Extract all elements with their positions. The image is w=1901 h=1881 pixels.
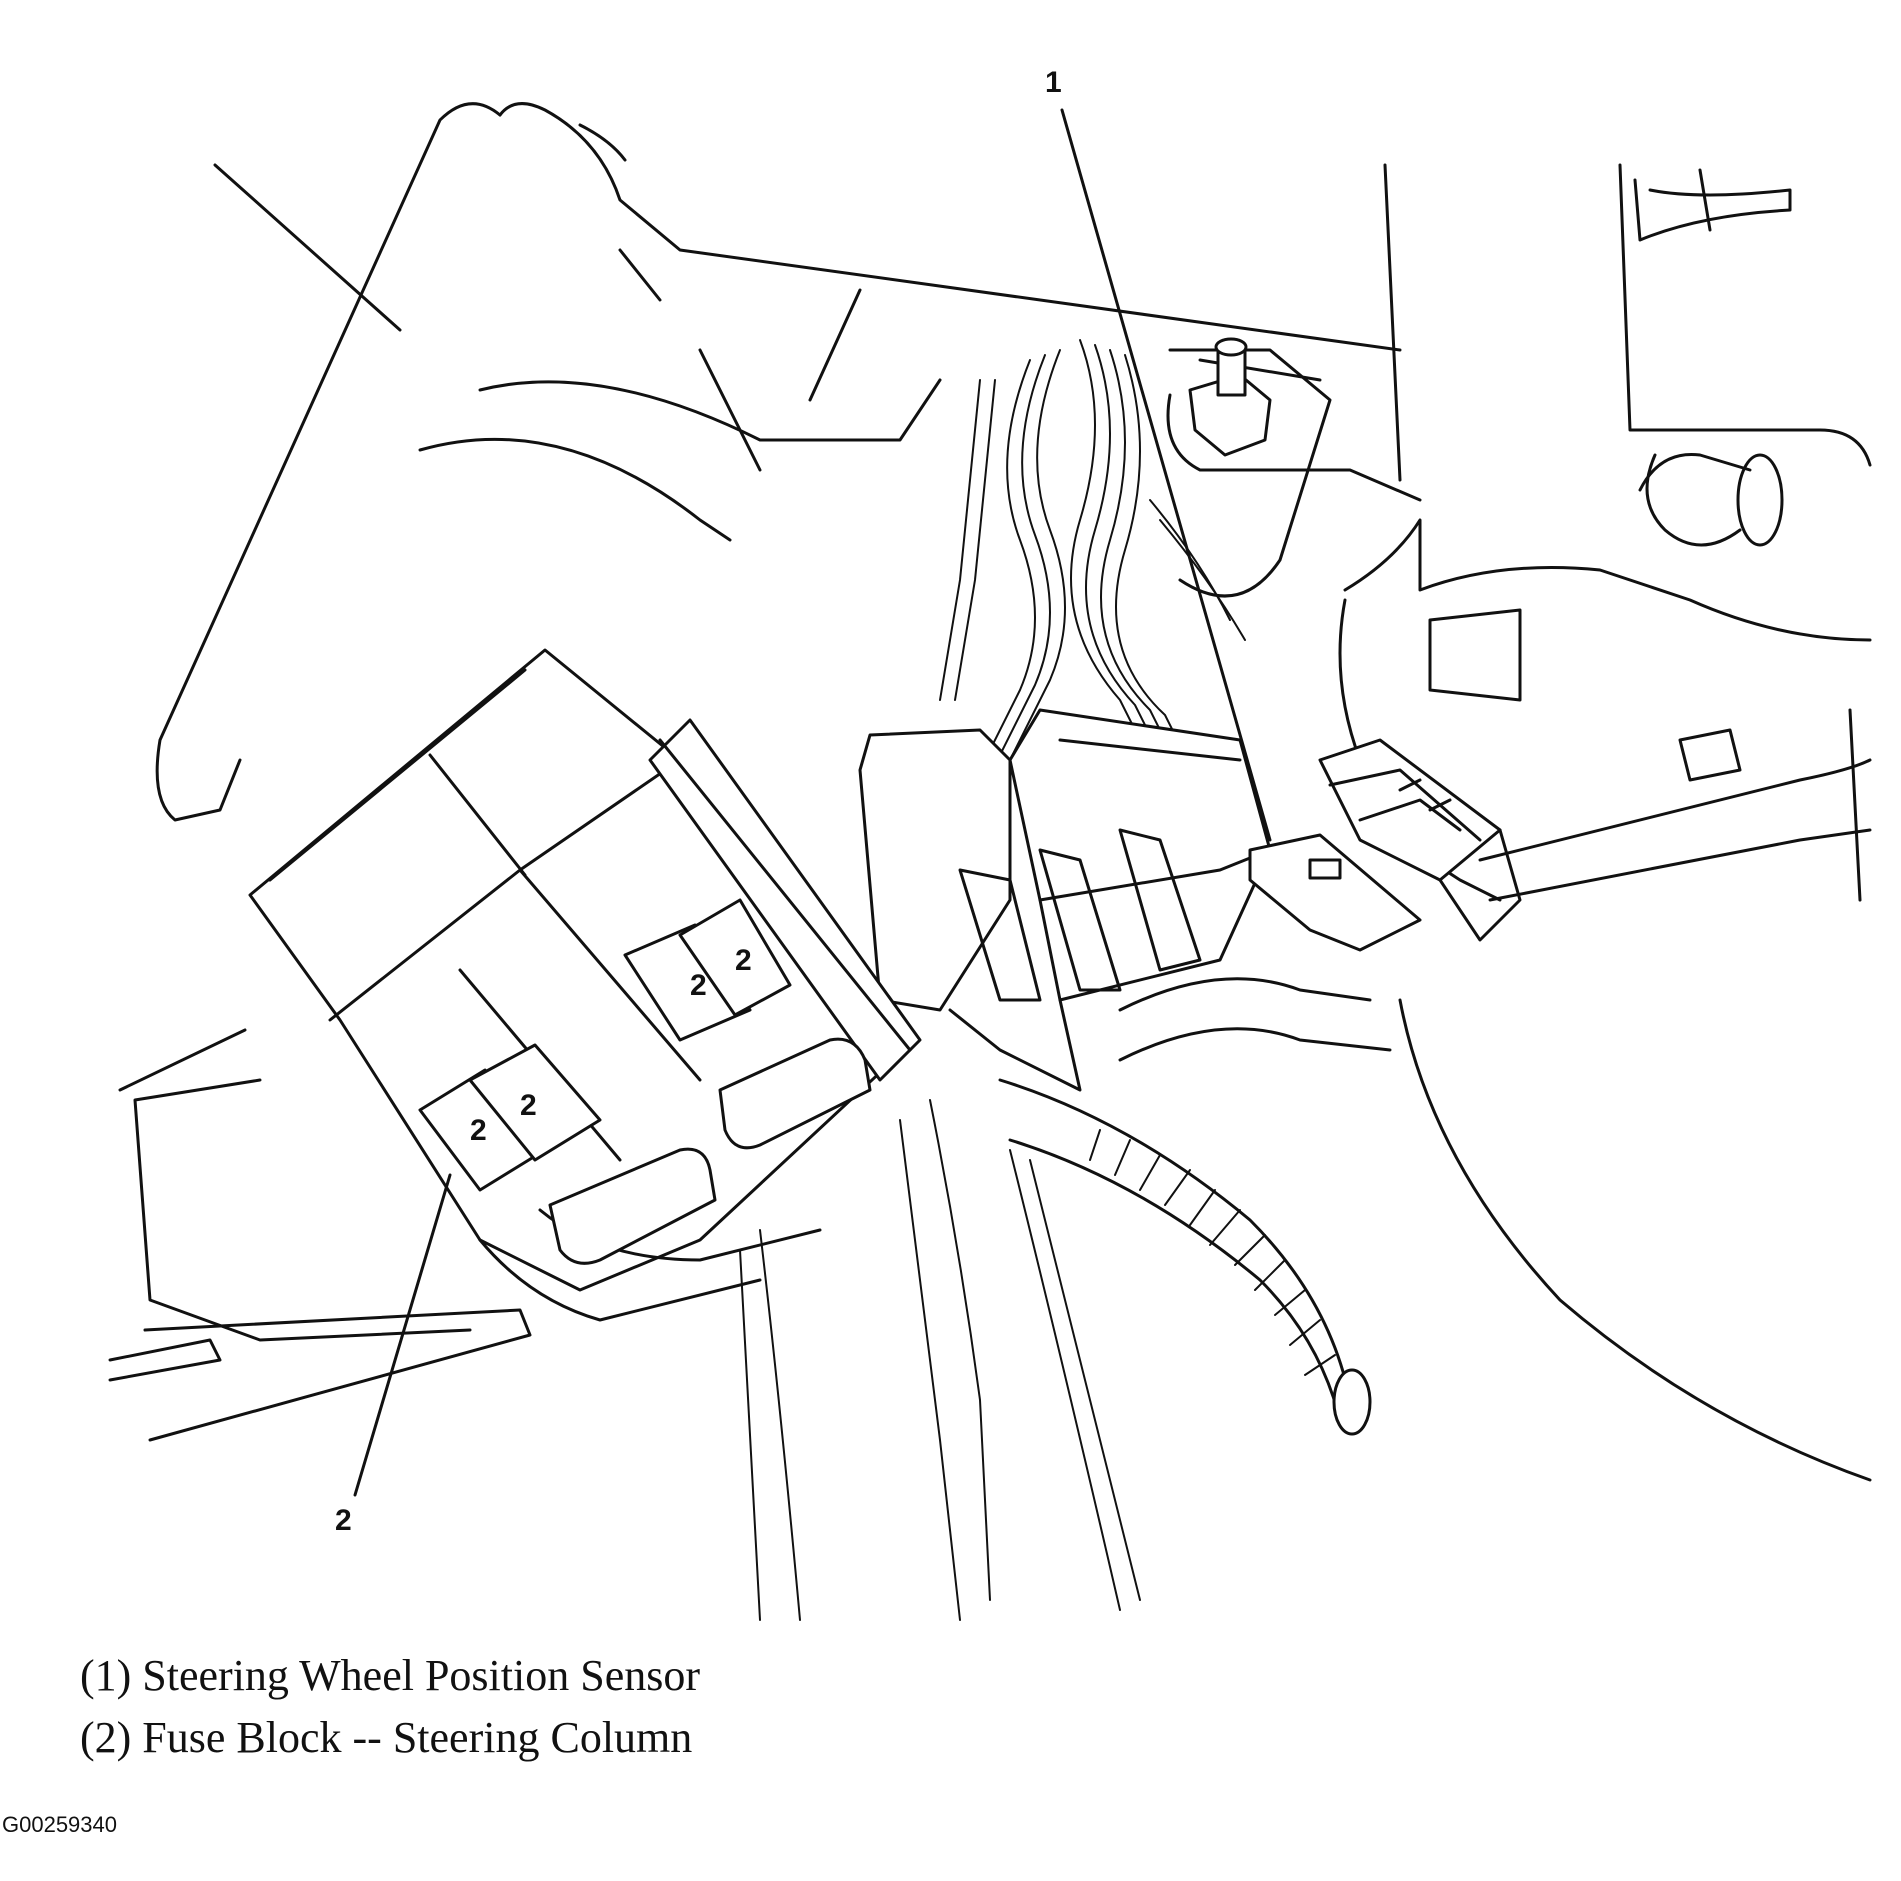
callout-1: 1 bbox=[1045, 66, 1272, 842]
fuse-marking-label: 2 bbox=[520, 1089, 537, 1122]
fuse-marking-label: 2 bbox=[470, 1114, 487, 1147]
legend-item-2: (2) Fuse Block -- Steering Column bbox=[80, 1713, 693, 1762]
fuse-pair-lower: 2 2 bbox=[418, 1043, 602, 1192]
steering-column bbox=[1338, 163, 1872, 1482]
fuse-marking-label: 2 bbox=[735, 944, 752, 977]
mounting-nut bbox=[1166, 337, 1422, 502]
wire-bundle-upper bbox=[939, 339, 1246, 776]
legend-item-1: (1) Steering Wheel Position Sensor bbox=[80, 1651, 700, 1700]
callout-1-number: 1 bbox=[1045, 66, 1062, 99]
callout-2: 2 bbox=[335, 1173, 452, 1537]
fuse-block: 2 2 2 2 bbox=[248, 648, 922, 1322]
position-sensor-connector bbox=[1248, 738, 1522, 952]
harness-connector bbox=[858, 708, 1272, 1092]
fuse-pair-upper: 2 2 bbox=[623, 898, 792, 1042]
callout-2-number: 2 bbox=[335, 1504, 352, 1537]
harness-conduit bbox=[998, 977, 1392, 1436]
wire-bundle-lower bbox=[739, 1099, 1141, 1621]
figure-id: G00259340 bbox=[2, 1812, 117, 1837]
fuse-marking-label: 2 bbox=[690, 969, 707, 1002]
